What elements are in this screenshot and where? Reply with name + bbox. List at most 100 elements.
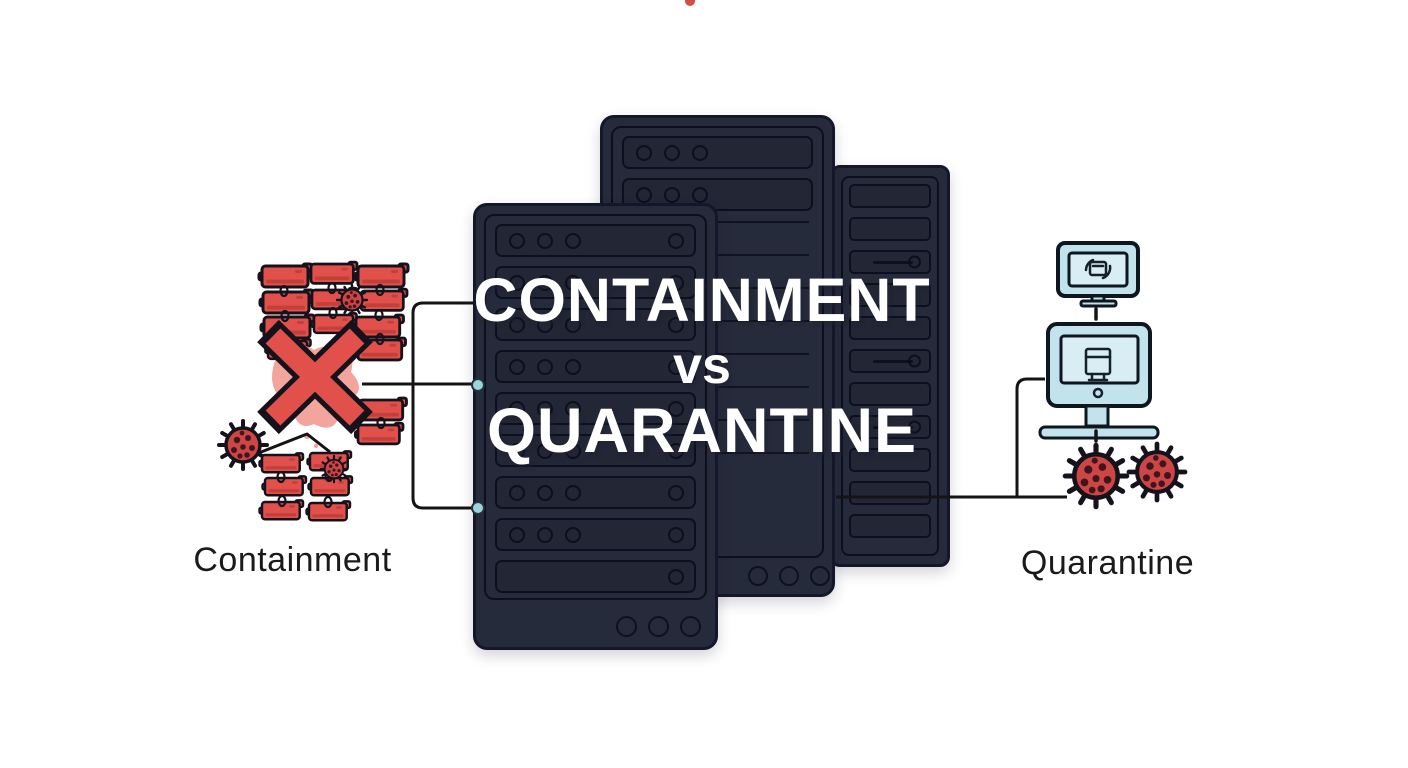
bay-led: [668, 274, 684, 291]
server-rack-right: [830, 165, 950, 567]
rack-panel: [841, 176, 939, 556]
rack-slot: [849, 184, 931, 208]
rack-slot: [849, 316, 931, 340]
page-title: CONTAINMENT vs QUARANTINE: [440, 268, 964, 464]
vent-dot: [537, 358, 553, 375]
malware-block-icon: [258, 499, 305, 521]
monitor-icon: [1056, 241, 1140, 308]
title-line-2: vs: [673, 337, 731, 395]
rack-slot: [849, 481, 931, 505]
vent-dot: [779, 566, 799, 586]
vent-dot: [509, 400, 525, 417]
vent-dot: [509, 526, 525, 543]
vent-dot: [692, 144, 708, 161]
rack-slot: [622, 136, 813, 169]
vent-dot: [636, 186, 652, 203]
cluster-roof-line: [255, 432, 331, 456]
vent-dot: [509, 442, 525, 459]
malware-block-icon: [258, 452, 305, 474]
malware-block-icon: [305, 500, 352, 522]
rack-slot: [495, 518, 696, 551]
vent-dot: [537, 316, 553, 333]
bay-dash: [873, 260, 913, 264]
vent-dot: [748, 566, 768, 586]
vent-dot: [565, 400, 581, 417]
teal-node-dot: [471, 378, 485, 392]
rack-slot: [495, 266, 696, 299]
rack-slot: [849, 217, 931, 241]
bay-led: [908, 420, 921, 434]
malware-block-icon: [257, 262, 314, 289]
vent-dot: [692, 186, 708, 203]
rack-slot: [495, 350, 696, 383]
vent-dot: [537, 232, 553, 249]
rack-slot: [849, 382, 931, 406]
rack-panel: [484, 214, 707, 600]
rack-slot: [495, 392, 696, 425]
rack-slot: [495, 434, 696, 467]
rack-slot: [849, 514, 931, 538]
rack-slot: [849, 283, 931, 307]
rack-slot: [495, 224, 696, 257]
bay-led: [668, 316, 684, 333]
vent-dot: [537, 400, 553, 417]
vent-dot: [509, 274, 525, 291]
vent-dot: [680, 616, 701, 637]
vent-dot: [664, 186, 680, 203]
vent-dot: [565, 316, 581, 333]
bay-led: [668, 400, 684, 417]
quarantine-cluster: [1038, 241, 1200, 515]
vent-dot: [565, 442, 581, 459]
server-rack-front: [473, 203, 718, 650]
vent-dot: [537, 274, 553, 291]
vent-dot: [537, 484, 553, 501]
virus-icon: [1129, 444, 1185, 500]
rack-slot: [849, 448, 931, 472]
malware-block-icon: [307, 475, 354, 497]
bay-dash: [873, 425, 913, 429]
connector-line-branch-to-monitor: [1015, 377, 1045, 497]
blocked-x-icon: [257, 319, 373, 449]
virus-icon: [1065, 445, 1126, 506]
vent-dot: [509, 316, 525, 333]
bay-led: [668, 442, 684, 459]
bay-led: [668, 232, 684, 249]
malware-block-icon: [306, 260, 359, 285]
vent-dot: [565, 274, 581, 291]
bay-led: [908, 354, 921, 368]
vent-dot: [509, 358, 525, 375]
vent-dot: [565, 526, 581, 543]
teal-node-dot: [471, 501, 485, 515]
containment-label: Containment: [193, 541, 392, 579]
vent-dot: [616, 616, 637, 637]
quarantine-label: Quarantine: [1020, 544, 1195, 582]
vent-dot: [648, 616, 669, 637]
bay-led: [908, 255, 921, 269]
desktop-computer-icon: [1038, 322, 1160, 440]
title-line-1: CONTAINMENT: [473, 266, 931, 334]
vent-dot: [537, 526, 553, 543]
rack-slot-bay: [849, 349, 931, 373]
vent-dot: [509, 232, 525, 249]
left-connector-lines: [362, 301, 473, 510]
top-accent-mark: [685, 0, 695, 6]
right-connector-lines: [836, 377, 1067, 499]
connector-bracket: [411, 301, 473, 510]
vent-dot: [565, 484, 581, 501]
rack-foot-vents: [748, 566, 830, 586]
bay-led: [668, 484, 684, 501]
vent-dot: [509, 484, 525, 501]
title-line-3: QUARANTINE: [487, 396, 917, 466]
vent-dot: [565, 358, 581, 375]
containment-cluster: [217, 260, 410, 522]
vent-dot: [664, 144, 680, 161]
bay-led: [668, 358, 684, 375]
vent-dot: [810, 566, 830, 586]
malware-block-icon: [353, 262, 410, 289]
vent-dot: [636, 144, 652, 161]
rack-slot: [495, 308, 696, 341]
rack-slot-bay: [849, 415, 931, 439]
rack-slot: [495, 560, 696, 593]
bay-led: [668, 526, 684, 543]
